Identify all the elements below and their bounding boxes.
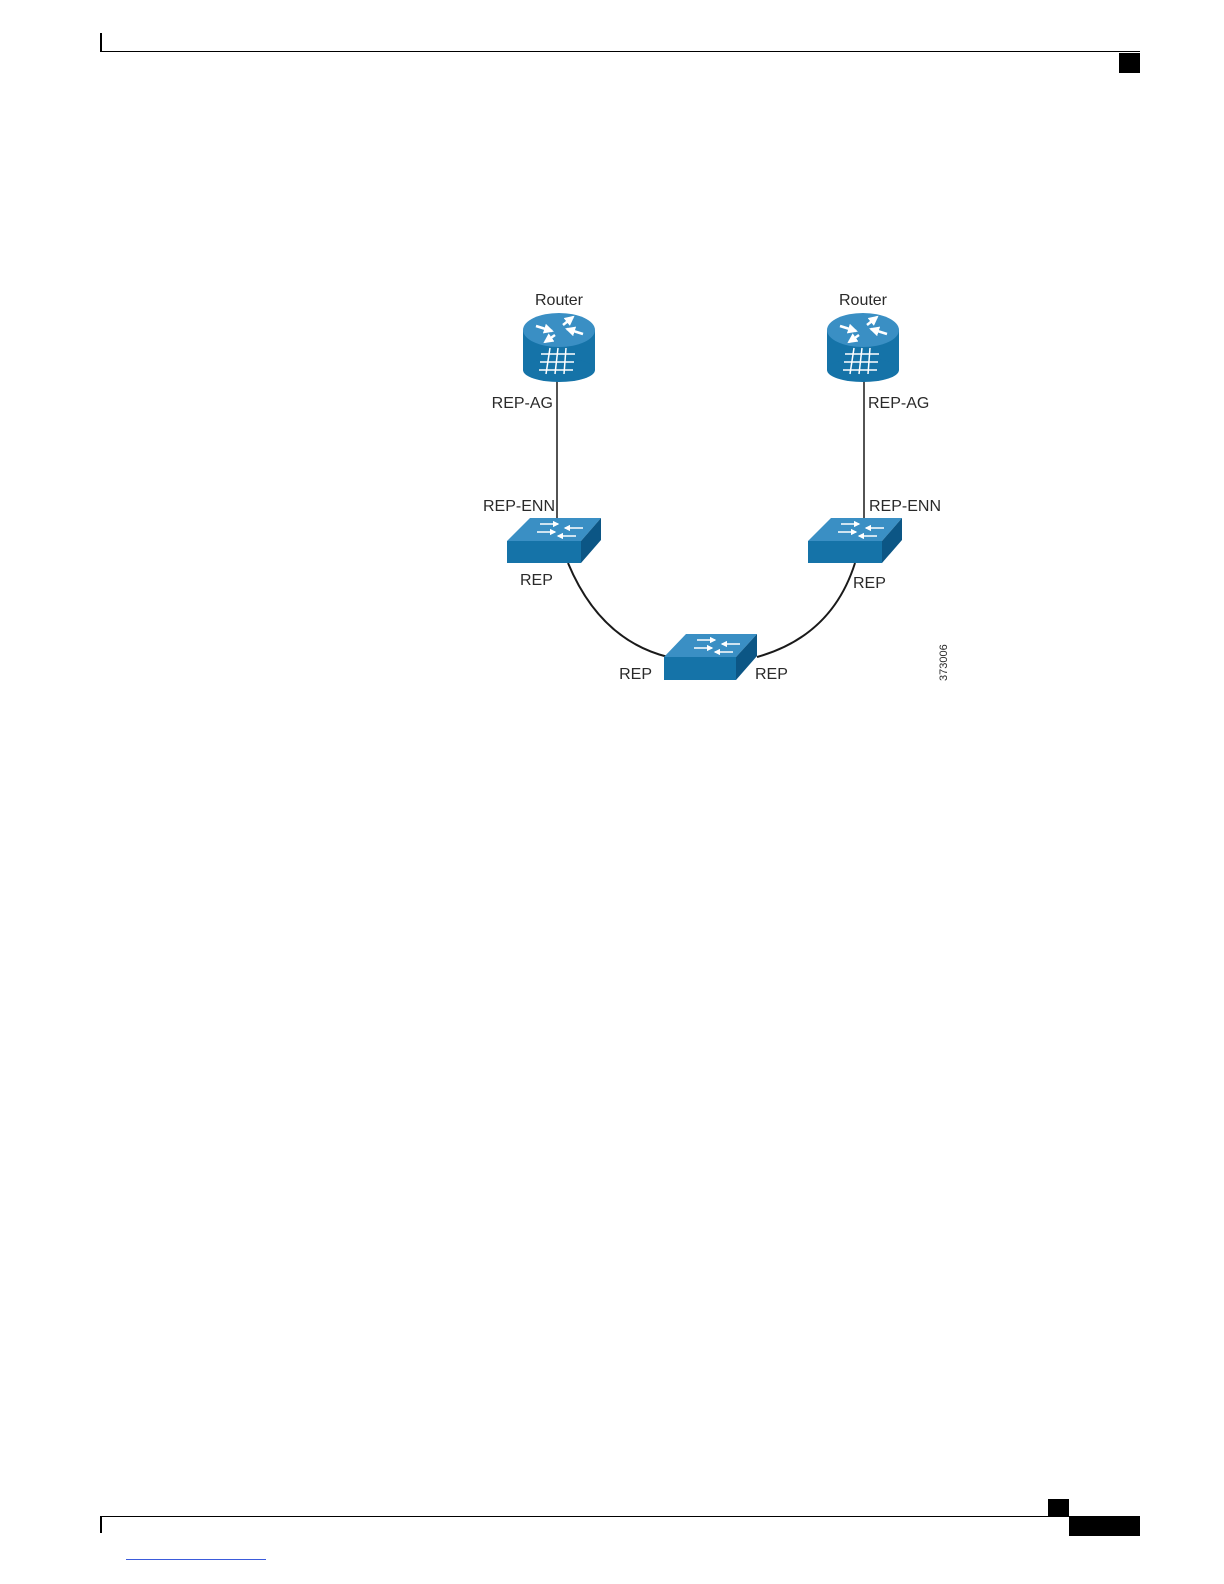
- link-switch-left-to-switch-bottom: [568, 563, 668, 657]
- figure-id: 373006: [938, 644, 950, 681]
- switch-right: [808, 518, 902, 563]
- rep-bottom-right-label: REP: [755, 666, 788, 683]
- switch-left: [507, 518, 601, 563]
- router-left: [523, 313, 595, 382]
- rep-ag-right-label: REP-AG: [868, 395, 929, 412]
- switch-bottom: [664, 634, 757, 680]
- rep-left-switch-label: REP: [520, 572, 553, 589]
- rep-right-switch-label: REP: [853, 575, 886, 592]
- rep-enn-right-label: REP-ENN: [869, 498, 941, 515]
- rep-bottom-left-label: REP: [619, 666, 652, 683]
- rep-ag-left-label: REP-AG: [492, 395, 553, 412]
- router-left-label: Router: [535, 292, 584, 309]
- link-switch-right-to-switch-bottom: [757, 563, 855, 657]
- router-right-label: Router: [839, 292, 888, 309]
- rep-enn-left-label: REP-ENN: [483, 498, 555, 515]
- router-right: [827, 313, 899, 382]
